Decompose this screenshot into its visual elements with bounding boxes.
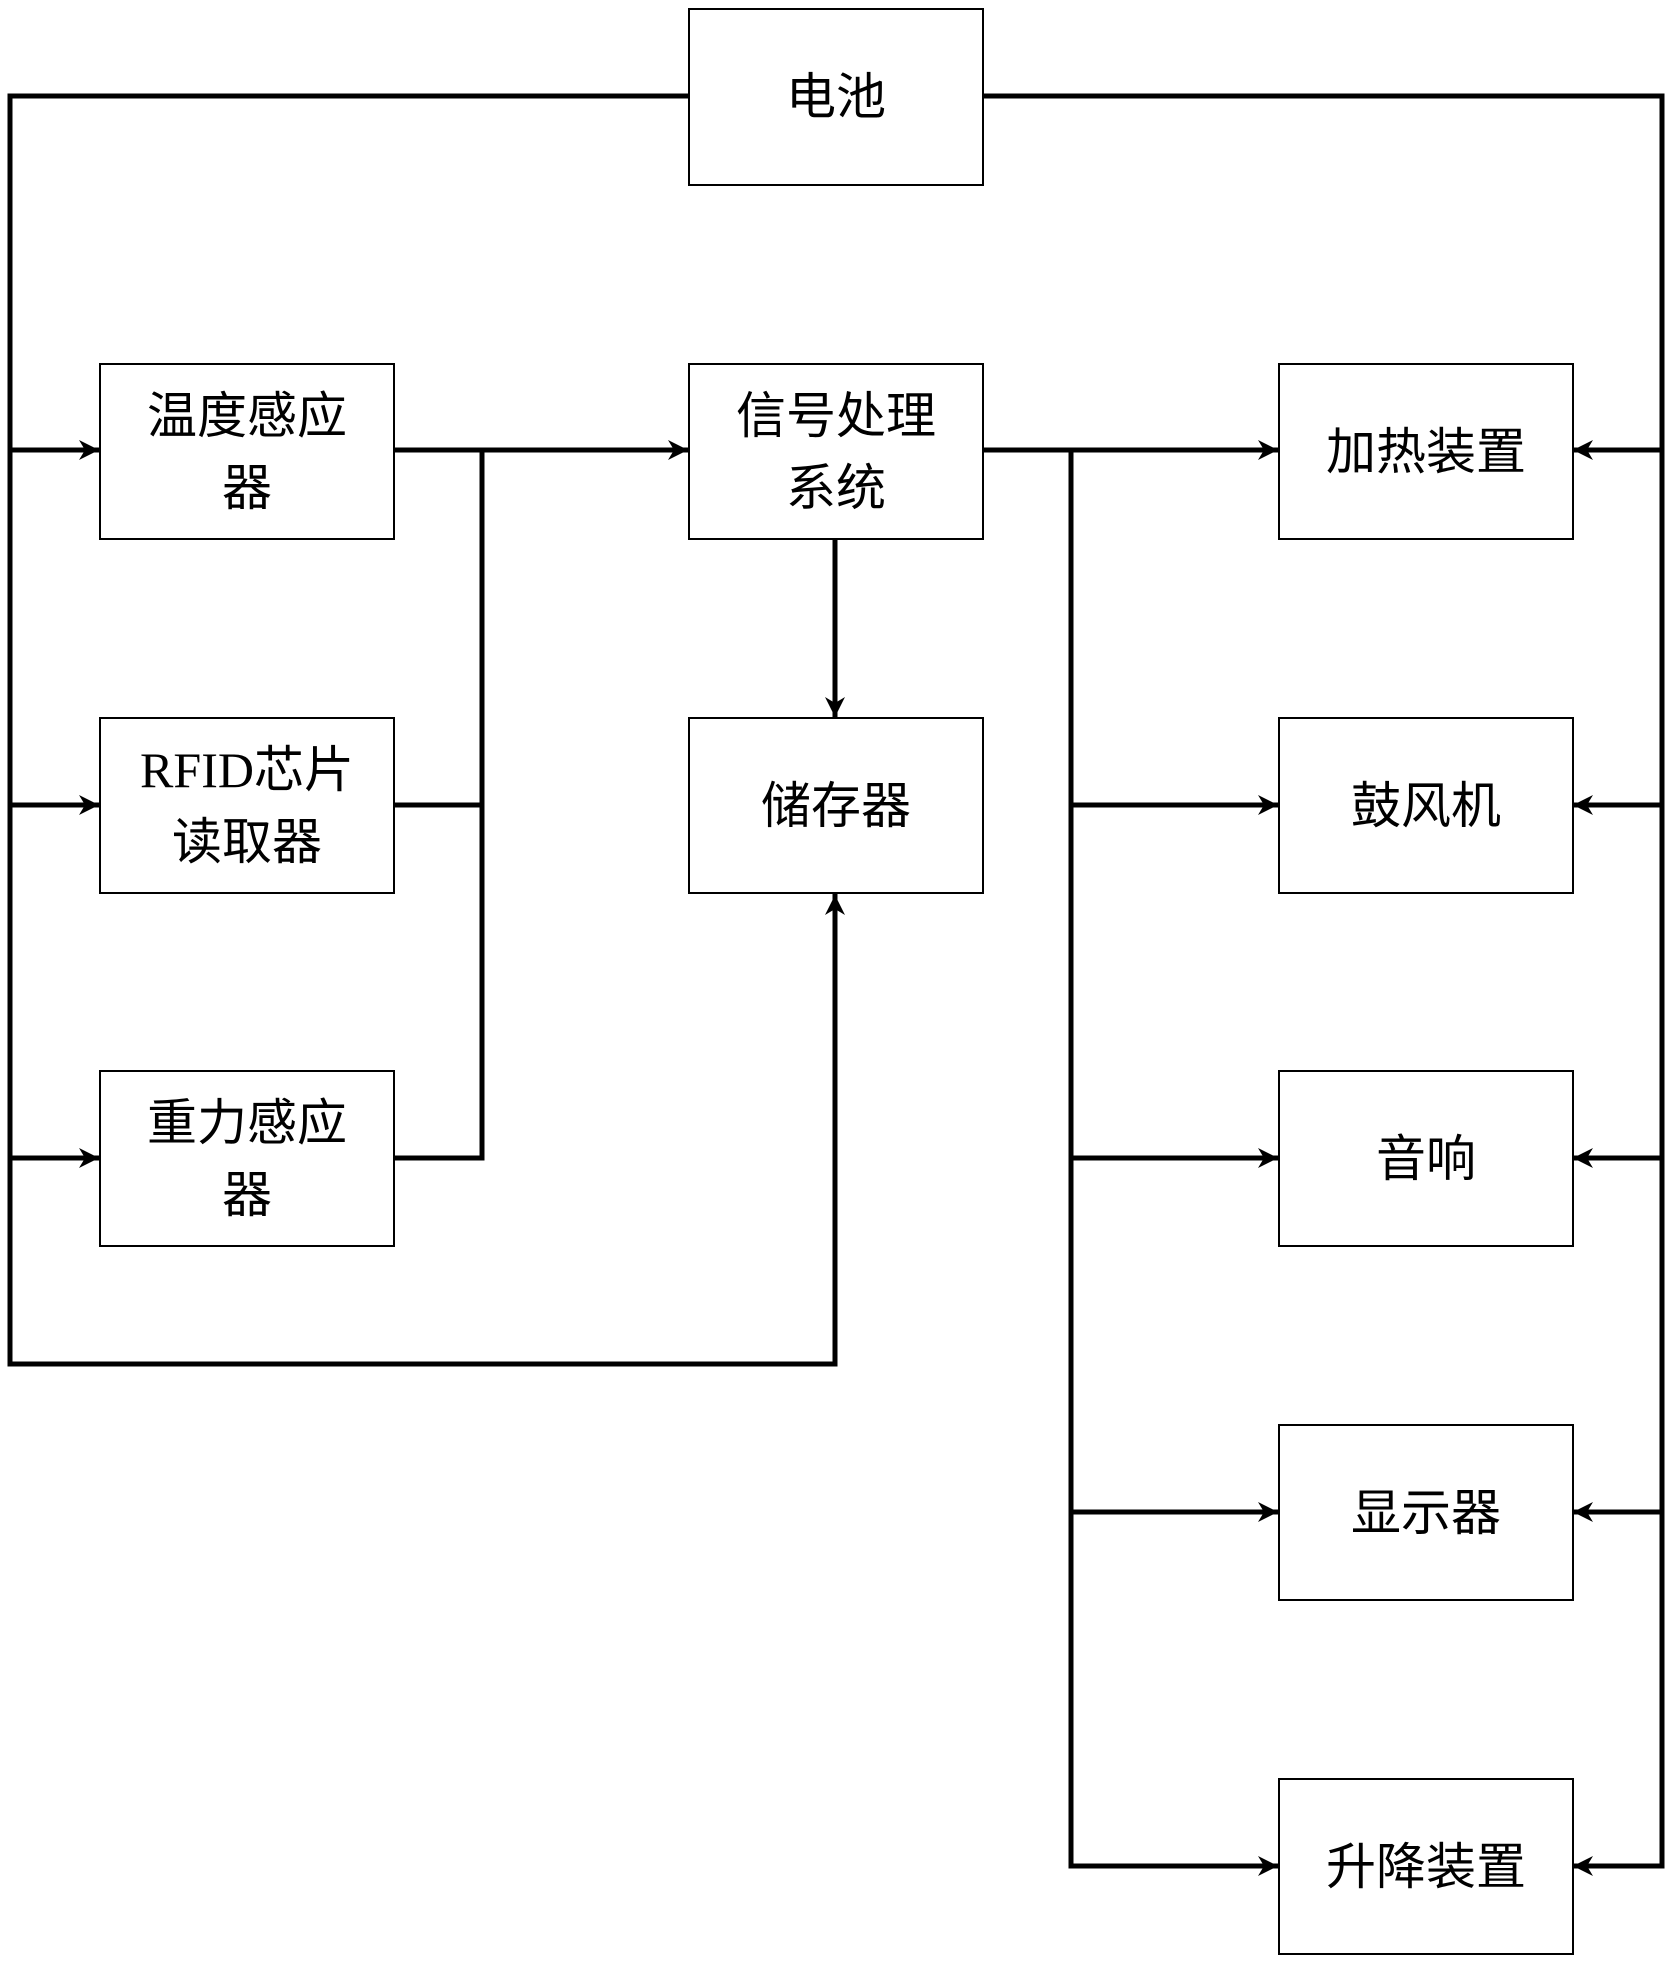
gravity-sensor-node: 重力感应器	[99, 1070, 395, 1247]
speaker-label: 音响	[1376, 1130, 1476, 1187]
temp-sensor-node: 温度感应器	[99, 363, 395, 540]
power-line-right	[980, 93, 1665, 1869]
battery-label: 电池	[786, 69, 886, 125]
signal-processor-label: 信号处理系统	[736, 387, 936, 516]
rfid-reader-node: RFID芯片读取器	[99, 717, 395, 894]
heater-node: 加热装置	[1278, 363, 1574, 540]
display-node: 显示器	[1278, 1424, 1574, 1601]
gravity-to-bus	[391, 447, 485, 1161]
blower-label: 鼓风机	[1351, 777, 1501, 834]
speaker-node: 音响	[1278, 1070, 1574, 1247]
temp-sensor-label: 温度感应器	[147, 387, 347, 516]
lift-label: 升降装置	[1326, 1838, 1526, 1895]
display-label: 显示器	[1351, 1484, 1501, 1541]
power-line-left	[7, 93, 838, 1367]
signal-output-bus	[980, 447, 1074, 1869]
storage-node: 储存器	[688, 717, 984, 894]
blower-node: 鼓风机	[1278, 717, 1574, 894]
heater-label: 加热装置	[1326, 423, 1526, 480]
battery-node: 电池	[688, 8, 984, 186]
signal-processor-node: 信号处理系统	[688, 363, 984, 540]
gravity-sensor-label: 重力感应器	[147, 1094, 347, 1223]
rfid-reader-label: RFID芯片读取器	[140, 741, 354, 870]
lift-node: 升降装置	[1278, 1778, 1574, 1955]
storage-label: 储存器	[761, 777, 911, 834]
